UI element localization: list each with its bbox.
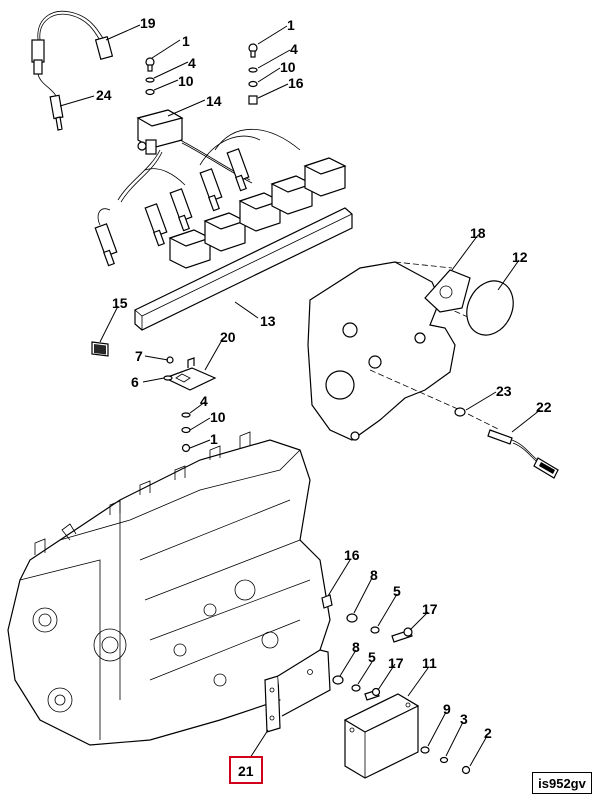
callout-17-lower: 17 bbox=[388, 655, 404, 671]
callout-1-middle: 1 bbox=[210, 431, 218, 447]
bracket-21 bbox=[264, 649, 331, 733]
gasket-18 bbox=[424, 269, 471, 313]
bolt-stack-left bbox=[145, 57, 155, 96]
callout-4-middle: 4 bbox=[200, 393, 208, 409]
o-ring-23 bbox=[454, 407, 466, 417]
callout-10-top-right: 10 bbox=[280, 59, 296, 75]
front-cover-plate bbox=[307, 261, 501, 441]
connector-15 bbox=[91, 341, 109, 357]
callout-8-upper: 8 bbox=[370, 567, 378, 583]
drawing-reference-code: is952gv bbox=[532, 772, 592, 794]
callout-5-upper: 5 bbox=[393, 583, 401, 599]
ecu-module-11 bbox=[343, 693, 420, 779]
ignition-coil-14 bbox=[136, 109, 184, 155]
callout-3: 3 bbox=[460, 711, 468, 727]
highlight-box-callout-21 bbox=[229, 756, 263, 784]
callout-24: 24 bbox=[96, 87, 112, 103]
block-hardware bbox=[321, 594, 471, 775]
mounting-rail-13 bbox=[134, 207, 353, 331]
callout-14: 14 bbox=[206, 93, 222, 109]
callout-10-middle: 10 bbox=[210, 409, 226, 425]
callout-6: 6 bbox=[131, 374, 139, 390]
coil-boot-row bbox=[94, 148, 250, 267]
callout-21[interactable]: 21 bbox=[238, 763, 254, 779]
callout-20: 20 bbox=[220, 329, 236, 345]
callout-10-top-left: 10 bbox=[178, 73, 194, 89]
callout-16-lower: 16 bbox=[344, 547, 360, 563]
leader-lines bbox=[59, 24, 541, 767]
callout-19: 19 bbox=[140, 15, 156, 31]
bracket-20 bbox=[163, 356, 217, 453]
callout-5-lower: 5 bbox=[368, 649, 376, 665]
callout-16-top: 16 bbox=[288, 75, 304, 91]
callout-8-lower: 8 bbox=[352, 639, 360, 655]
callout-1-top-right: 1 bbox=[287, 17, 295, 33]
callout-1-top-left: 1 bbox=[182, 33, 190, 49]
callout-13: 13 bbox=[260, 313, 276, 329]
callout-4-top-right: 4 bbox=[290, 41, 298, 57]
engine-block bbox=[7, 431, 331, 746]
callout-17-upper: 17 bbox=[422, 601, 438, 617]
callout-18: 18 bbox=[470, 225, 486, 241]
callout-11: 11 bbox=[422, 655, 437, 671]
callout-labels: 19 24 1 4 10 14 1 4 10 16 18 12 15 13 20… bbox=[96, 15, 552, 779]
bolt-stack-right bbox=[248, 43, 258, 105]
cover-plate-12 bbox=[466, 280, 514, 336]
coil-pack-row bbox=[168, 157, 347, 269]
callout-23: 23 bbox=[496, 383, 512, 399]
callout-9: 9 bbox=[443, 701, 451, 717]
callout-15: 15 bbox=[112, 295, 128, 311]
callout-12: 12 bbox=[512, 249, 528, 265]
callout-2: 2 bbox=[484, 725, 492, 741]
callout-7: 7 bbox=[135, 348, 143, 364]
sensor-22 bbox=[487, 429, 559, 479]
callout-4-top-left: 4 bbox=[188, 55, 196, 71]
coil-harness bbox=[97, 128, 301, 226]
callout-22: 22 bbox=[536, 399, 552, 415]
sensor-assembly-24 bbox=[31, 10, 114, 131]
